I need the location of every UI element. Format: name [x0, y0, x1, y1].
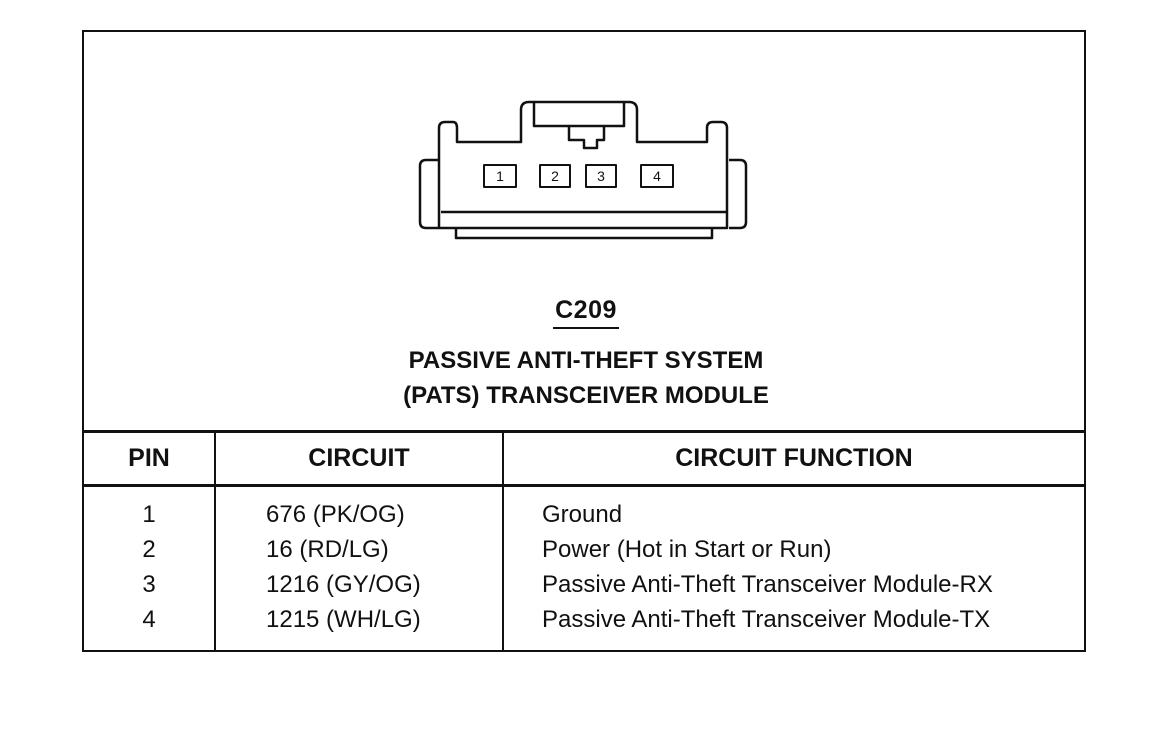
table-row-3-circuit: 1216 (GY/OG) — [266, 571, 421, 598]
table-row-1-circuit: 676 (PK/OG) — [266, 501, 405, 528]
connector-face-drawing: 1 2 3 4 — [418, 100, 748, 240]
header-circuit: CIRCUIT — [308, 444, 410, 472]
pin-label-4: 4 — [653, 168, 661, 184]
connector-id: C209 — [84, 296, 1088, 329]
table-row-1-function: Ground — [542, 501, 623, 528]
table-row-2-circuit: 16 (RD/LG) — [266, 536, 389, 563]
pin-cavity-2 — [539, 164, 571, 188]
header-pin: PIN — [128, 444, 170, 472]
table-row-4-function: Passive Anti-Theft Transceiver Module-TX — [542, 606, 991, 633]
header-circuit-function: CIRCUIT FUNCTION — [675, 444, 913, 472]
right-latch — [729, 158, 748, 230]
table-row-3-function: Passive Anti-Theft Transceiver Module-RX — [542, 571, 993, 598]
column-divider-2 — [502, 433, 504, 652]
pin-cavity-1 — [483, 164, 517, 188]
connector-housing — [437, 100, 729, 230]
bottom-base — [454, 228, 714, 240]
lock-tab — [532, 102, 626, 128]
left-latch — [418, 158, 439, 230]
pin-table: PIN CIRCUIT CIRCUIT FUNCTION 1 676 (PK/O… — [84, 430, 1084, 652]
table-row-4-circuit: 1215 (WH/LG) — [266, 606, 421, 633]
pin-label-2: 2 — [551, 168, 559, 184]
module-name: PASSIVE ANTI-THEFT SYSTEM (PATS) TRANSCE… — [84, 343, 1088, 413]
lock-key — [567, 126, 606, 150]
connector-id-text: C209 — [553, 296, 619, 329]
header-divider — [84, 484, 1084, 487]
table-row-4-pin: 4 — [142, 606, 156, 633]
column-divider-1 — [214, 433, 216, 652]
table-row-3-pin: 3 — [142, 571, 156, 598]
pin-cavity-4 — [640, 164, 674, 188]
table-row-2-function: Power (Hot in Start or Run) — [542, 536, 832, 563]
table-row-1-pin: 1 — [142, 501, 156, 528]
module-name-line-2: (PATS) TRANSCEIVER MODULE — [403, 382, 769, 409]
pin-cavity-3 — [585, 164, 617, 188]
module-name-line-1: PASSIVE ANTI-THEFT SYSTEM — [408, 347, 764, 374]
pin-label-1: 1 — [496, 168, 504, 184]
connector-diagram-frame: 1 2 3 4 C209 PASSIVE ANTI-THEFT SYSTEM (… — [82, 30, 1086, 652]
table-row-2-pin: 2 — [142, 536, 156, 563]
pin-label-3: 3 — [597, 168, 605, 184]
